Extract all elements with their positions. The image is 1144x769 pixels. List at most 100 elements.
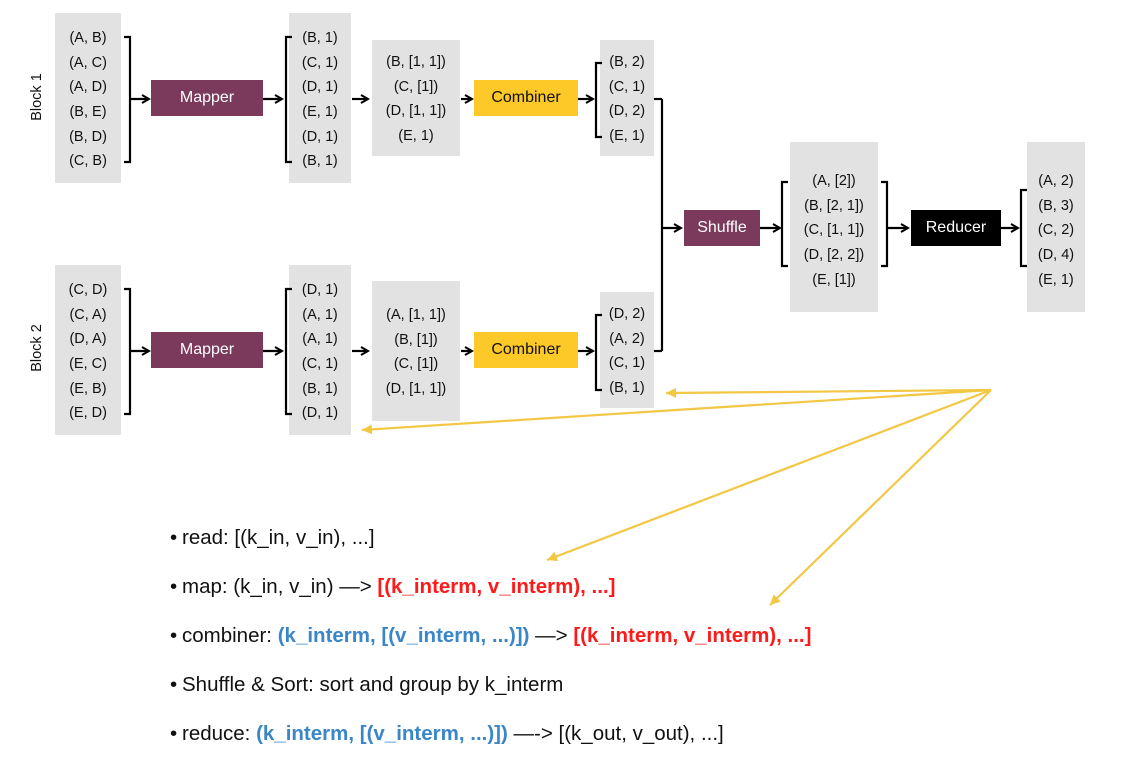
block2-mapped-item: (B, 1) <box>302 380 338 397</box>
bullet-text-plain: combiner: <box>182 624 278 647</box>
block2-mapped-item: (D, 1) <box>301 282 339 298</box>
block2-grouped-item: (A, [1, 1]) <box>386 307 446 323</box>
block2-grouped-item: (C, [1]) <box>393 356 439 373</box>
block1-input-item: (A, D) <box>69 79 107 96</box>
block1-combiner: Combiner <box>474 80 578 116</box>
signature-bullet: •Shuffle & Sort: sort and group by k_int… <box>170 671 811 720</box>
block2-input-box: (C, D) (C, A) (D, A) (E, C) (E, B) (E, D) <box>55 265 121 435</box>
block2-input-item: (E, C) <box>69 356 107 373</box>
block2-mapped-item: (D, 1) <box>301 405 339 422</box>
block1-combined-bracket <box>594 61 602 139</box>
block2-combined-item: (B, 1) <box>609 380 645 397</box>
bullet-dot: • <box>170 673 178 696</box>
block1-grouped-item: (C, [1]) <box>393 78 439 95</box>
block1-mapped-item: (D, 1) <box>301 79 339 96</box>
bullet-text-blue: (k_interm, [(v_interm, ...)]) <box>277 624 530 647</box>
block2-mapped-item: (A, 1) <box>302 331 338 348</box>
block1-grouped-item: (B, [1, 1]) <box>386 54 446 70</box>
block2-mapper: Mapper <box>151 332 263 368</box>
block2-grouped-item: (B, [1]) <box>394 331 438 348</box>
signature-bullet: •map: (k_in, v_in) —> [(k_interm, v_inte… <box>170 573 811 622</box>
reducer-output-item: (D, 4) <box>1037 247 1075 264</box>
bullet-text-plain: Shuffle & Sort: sort and group by k_inte… <box>182 673 564 696</box>
bullet-dot: • <box>170 624 178 647</box>
block1-grouped-item: (D, [1, 1]) <box>385 103 447 120</box>
block2-input-item: (C, A) <box>69 306 107 323</box>
bullet-text-red: [(k_interm, v_interm), ...] <box>573 624 812 647</box>
block2-input-item: (D, A) <box>69 331 107 348</box>
shuffle-output-box: (A, [2]) (B, [2, 1]) (C, [1, 1]) (D, [2, 2]… <box>790 142 878 312</box>
shuffle-output-bracket-left <box>780 180 788 268</box>
reducer-output-item: (A, 2) <box>1038 173 1074 189</box>
block1-input-bracket <box>124 35 132 164</box>
block1-combined-item: (B, 2) <box>609 54 645 70</box>
bullet-text-blue: (k_interm, [(v_interm, ...)]) <box>256 722 508 745</box>
block1-mapped-item: (B, 1) <box>302 153 338 170</box>
block2-grouped-item: (D, [1, 1]) <box>385 381 447 398</box>
annotation-arrow-to-mapped <box>361 388 992 435</box>
block1-input-box: (A, B)(A, C)(A, D)(B, E)(B, D)(C, B) <box>55 13 121 183</box>
bullet-text-plain: —-> [(k_out, v_out), ...] <box>507 722 724 745</box>
block1-mapped-item: (E, 1) <box>302 104 338 121</box>
reducer-node: Reducer <box>911 210 1001 246</box>
bullet-text-plain: —> <box>529 624 574 647</box>
bullet-dot: • <box>170 575 178 598</box>
shuffle-output-item: (D, [2, 2]) <box>803 247 865 264</box>
annotation-arrow-to-map-output <box>546 388 992 562</box>
block2-input-bracket <box>124 287 132 416</box>
block2-input-item: (E, D) <box>69 405 107 422</box>
block1-combined-box: (B, 2) (C, 1) (D, 2) (E, 1) <box>600 40 654 156</box>
block1-mapped-box: (B, 1) (C, 1) (D, 1) (E, 1) (D, 1) (B, 1) <box>289 13 351 183</box>
reducer-output-item: (B, 3) <box>1038 197 1074 214</box>
shuffle-output-item: (C, [1, 1]) <box>803 222 865 239</box>
bullet-text-plain: read: [(k_in, v_in), ...] <box>182 526 375 549</box>
block1-mapper: Mapper <box>151 80 263 116</box>
signature-bullet: •read: [(k_in, v_in), ...] <box>170 524 811 573</box>
block2-combined-item: (D, 2) <box>608 306 646 322</box>
block1-mapped-item: (C, 1) <box>301 54 339 71</box>
block2-combined-box: (D, 2)(A, 2)(C, 1)(B, 1) <box>600 292 654 408</box>
block2-mapped-item: (C, 1) <box>301 356 339 373</box>
annotation-arrow-to-combined <box>665 387 992 398</box>
bullet-text-plain: reduce: <box>182 722 257 745</box>
reducer-output-item: (E, 1) <box>1038 271 1074 288</box>
block1-combined-item: (C, 1) <box>608 78 646 95</box>
reducer-output-box: (A, 2)(B, 3)(C, 2)(D, 4)(E, 1) <box>1027 142 1085 312</box>
block1-grouped-item: (E, 1) <box>398 128 434 145</box>
block1-input-item: (A, C) <box>69 54 107 71</box>
bullet-dot: • <box>170 722 178 745</box>
signature-list: •read: [(k_in, v_in), ...]•map: (k_in, v… <box>170 524 811 769</box>
annotation-arrow-to-combiner-output <box>769 389 992 606</box>
reducer-output-bracket <box>1019 188 1027 268</box>
block1-input-item: (B, E) <box>69 104 107 121</box>
block1-grouped-box: (B, [1, 1]) (C, [1]) (D, [1, 1]) (E, 1) <box>372 40 460 156</box>
bullet-dot: • <box>170 526 178 549</box>
block1-combined-item: (D, 2) <box>608 103 646 120</box>
shuffle-node: Shuffle <box>684 210 760 246</box>
bullet-text-plain: map: (k_in, v_in) —> <box>182 575 378 598</box>
block2-grouped-box: (A, [1, 1]) (B, [1]) (C, [1]) (D, [1, 1]) <box>372 281 460 421</box>
shuffle-output-item: (E, [1]) <box>812 271 856 288</box>
block2-input-item: (E, B) <box>69 380 107 397</box>
block1-combined-item: (E, 1) <box>609 128 645 145</box>
signature-bullet: •combiner: (k_interm, [(v_interm, ...)])… <box>170 622 811 671</box>
shuffle-output-bracket-right <box>881 180 889 268</box>
shuffle-output-item: (B, [2, 1]) <box>804 197 864 214</box>
signature-bullet: •reduce: (k_interm, [(v_interm, ...)]) —… <box>170 720 811 769</box>
block2-combiner: Combiner <box>474 332 578 368</box>
block2-mapped-item: (A, 1) <box>302 306 338 323</box>
block2-mapped-bracket <box>284 287 292 416</box>
block2-input-item: (C, D) <box>68 282 108 298</box>
bullet-text-red: [(k_interm, v_interm), ...] <box>377 575 616 598</box>
block2-combined-bracket <box>594 313 602 392</box>
shuffle-output-item: (A, [2]) <box>812 173 856 189</box>
block2-mapped-box: (D, 1) (A, 1) (A, 1) (C, 1) (B, 1) (D, 1) <box>289 265 351 435</box>
block1-mapped-item: (D, 1) <box>301 128 339 145</box>
block1-input-item: (B, D) <box>69 128 107 145</box>
block1-mapped-bracket <box>284 35 292 164</box>
block1-mapped-item: (B, 1) <box>302 30 338 46</box>
block1-input-item: (A, B) <box>69 30 107 46</box>
block2-combined-item: (A, 2) <box>609 330 645 347</box>
